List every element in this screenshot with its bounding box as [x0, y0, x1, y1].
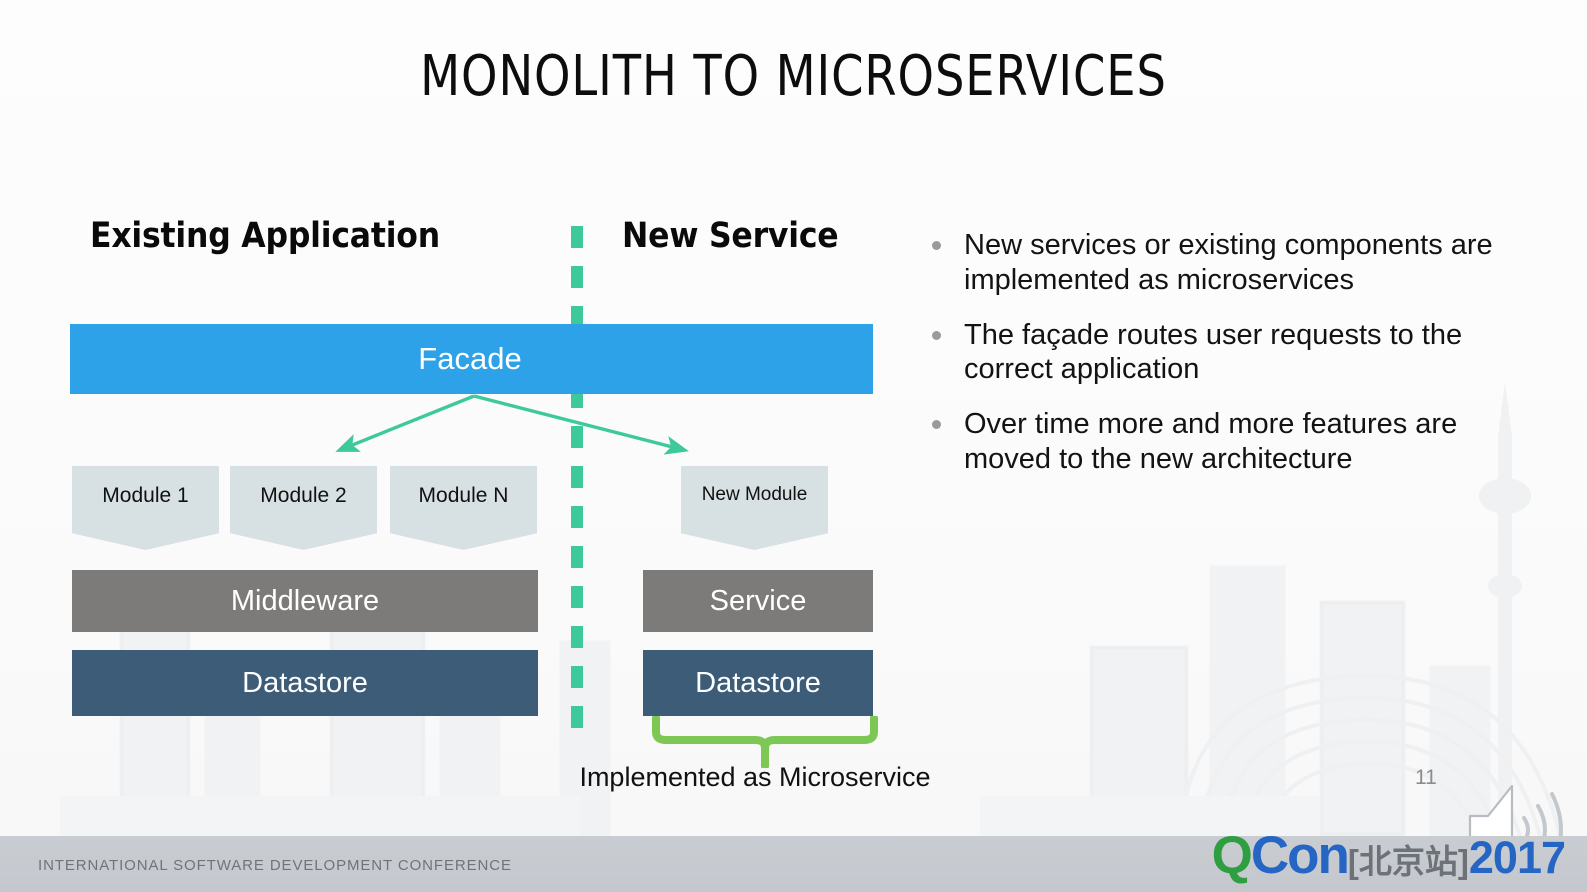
- service-bar: Service: [643, 570, 873, 632]
- module-label: Module 1: [102, 484, 189, 507]
- module-box-1: Module 1: [72, 466, 219, 550]
- microservice-caption: Implemented as Microservice: [579, 762, 931, 792]
- bullet-dot-icon: [932, 420, 941, 430]
- module-label: Module N: [418, 484, 509, 507]
- bullet-list: New services or existing components are …: [928, 228, 1528, 497]
- microservice-brace: [652, 716, 878, 768]
- footer-band: [0, 836, 1587, 892]
- module-label: Module 2: [260, 484, 347, 507]
- bullet-dot-icon: [932, 241, 941, 250]
- module-box-n: Module N: [390, 466, 537, 550]
- arrow-to-existing: [335, 394, 475, 452]
- bullet-text: New services or existing components are …: [964, 229, 1493, 296]
- middleware-label: Middleware: [230, 584, 380, 617]
- facade-bar: Facade: [70, 324, 873, 394]
- datastore-label: Datastore: [242, 666, 368, 699]
- module-box-2: Module 2: [230, 466, 377, 550]
- bullet-text: The façade routes user requests to the c…: [964, 318, 1463, 386]
- page-title: MONOLITH TO MICROSERVICES: [420, 44, 1167, 109]
- page-number: 11: [1415, 766, 1437, 789]
- qcon-logo: Q Con [北京站] 2017: [1211, 825, 1566, 886]
- qcon-logo-city: [北京站]: [1347, 843, 1469, 880]
- qcon-logo-con: Con: [1250, 826, 1350, 885]
- module-label: New Module: [701, 484, 808, 505]
- datastore-bar-left: Datastore: [72, 650, 538, 716]
- qcon-logo-year: 2017: [1468, 832, 1566, 883]
- bullet-dot-icon: [932, 330, 941, 340]
- qcon-logo-q: Q: [1211, 826, 1253, 885]
- module-box-new: New Module: [681, 466, 828, 550]
- list-item: The façade routes user requests to the c…: [928, 318, 1528, 388]
- service-label: Service: [709, 584, 807, 617]
- facade-label: Facade: [418, 341, 522, 376]
- middleware-bar: Middleware: [72, 570, 538, 632]
- column-heading-existing: Existing Application: [90, 216, 440, 256]
- dashed-divider: [571, 226, 583, 738]
- footer-tagline: INTERNATIONAL SOFTWARE DEVELOPMENT CONFE…: [38, 857, 512, 874]
- list-item: New services or existing components are …: [928, 228, 1528, 298]
- datastore-bar-right: Datastore: [643, 650, 873, 716]
- column-heading-new: New Service: [622, 216, 839, 256]
- datastore-label: Datastore: [695, 666, 821, 699]
- list-item: Over time more and more features are mov…: [928, 407, 1528, 477]
- bullet-text: Over time more and more features are mov…: [964, 408, 1458, 475]
